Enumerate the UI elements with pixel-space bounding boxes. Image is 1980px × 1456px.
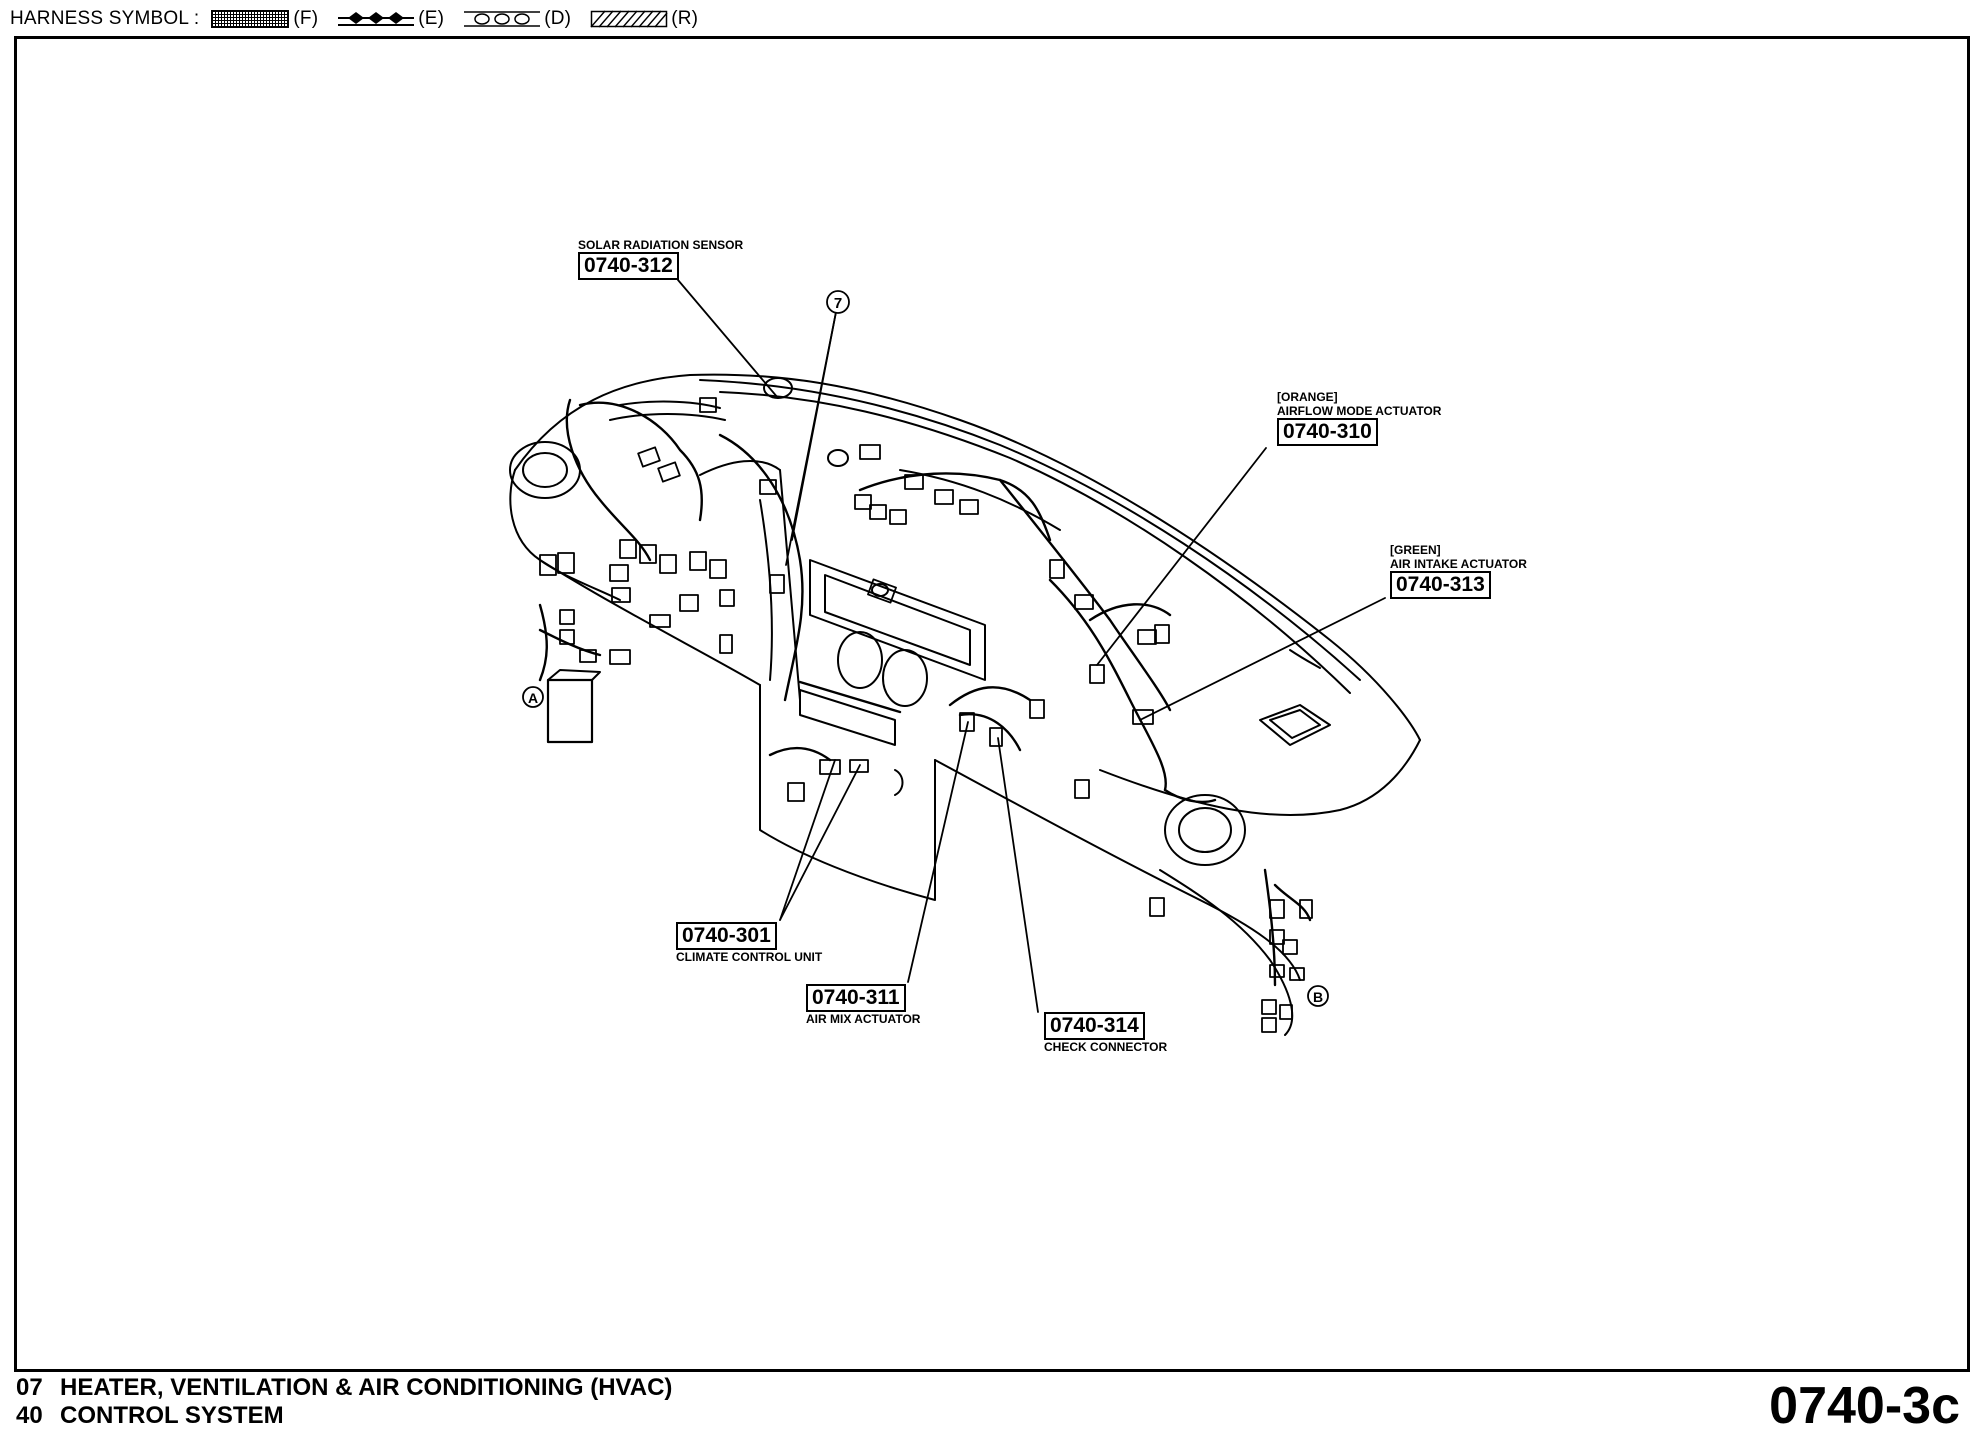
dashboard-right-top — [1099, 739, 1421, 816]
dashboard-left-end — [509, 469, 621, 601]
legend-code-d: (D) — [544, 8, 572, 29]
leader-lines — [677, 279, 1386, 1013]
center-display-frame — [809, 559, 986, 681]
section-line-1: 07 HEATER, VENTILATION & AIR CONDITIONING… — [16, 1374, 672, 1402]
dashboard-lower-left — [539, 559, 761, 686]
harness-symbol-f-swatch — [211, 10, 290, 28]
airflow-actuator-label: AIRFLOW MODE ACTUATOR — [1277, 404, 1442, 418]
right-end-cap — [1159, 869, 1294, 1036]
subsection-number: 40 — [16, 1402, 43, 1429]
solar-sensor-label: SOLAR RADIATION SENSOR — [578, 238, 744, 252]
connector-b-label: B — [1313, 989, 1323, 1005]
air-mix-label: AIR MIX ACTUATOR — [806, 1012, 921, 1026]
legend-code-f: (F) — [293, 8, 319, 29]
windshield-edge-outer — [699, 379, 1361, 681]
left-vent-icon — [509, 441, 581, 499]
center-display-screen — [824, 574, 971, 666]
dashboard-lower-right — [934, 759, 1301, 981]
glovebox-light — [1259, 704, 1331, 746]
harness-symbol-r-swatch — [590, 10, 668, 28]
legend-code-e: (E) — [418, 8, 445, 29]
center-vent-left — [837, 631, 883, 689]
harness-symbol-d-swatch — [464, 11, 541, 27]
center-console — [759, 684, 936, 901]
connector-b-marker — [1307, 985, 1329, 1007]
right-vent-icon — [1164, 794, 1246, 866]
dashboard-top-edge — [514, 373, 1421, 741]
callout-airflow-mode-actuator: [ORANGE] AIRFLOW MODE ACTUATOR 0740-310 — [1277, 390, 1441, 446]
solar-sensor-code-link[interactable]: 0740-312 — [578, 252, 679, 280]
connector-a-marker — [522, 686, 544, 708]
intake-color-label: [GREEN] — [1390, 543, 1441, 557]
callout-air-mix-actuator: 0740-311 AIR MIX ACTUATOR — [806, 984, 920, 1026]
diagram-frame — [14, 36, 1970, 1372]
dash-clip — [827, 449, 849, 467]
connector-a-label: A — [528, 690, 538, 706]
subsection-title: CONTROL SYSTEM — [60, 1402, 284, 1429]
air-mix-code-link[interactable]: 0740-311 — [806, 984, 906, 1012]
hvac-control-panel — [799, 689, 896, 746]
climate-unit-code-link[interactable]: 0740-301 — [676, 922, 777, 950]
column-cover — [699, 459, 781, 476]
page-code: 0740-3c — [1769, 1377, 1960, 1435]
center-vent-right — [882, 649, 928, 707]
left-vent-inner — [522, 452, 568, 488]
airflow-actuator-code-link[interactable]: 0740-310 — [1277, 418, 1378, 446]
check-connector-label: CHECK CONNECTOR — [1044, 1040, 1168, 1054]
ground-point-label: 7 — [834, 295, 842, 312]
section-line-2: 40 CONTROL SYSTEM — [16, 1402, 672, 1430]
ground-point-7-marker — [826, 290, 850, 314]
harness-left-run — [578, 401, 703, 522]
harness-right-run — [1048, 578, 1167, 792]
check-connector-code-link[interactable]: 0740-314 — [1044, 1012, 1145, 1040]
callout-solar-radiation-sensor: SOLAR RADIATION SENSOR 0740-312 — [578, 238, 743, 280]
section-heading: 07 HEATER, VENTILATION & AIR CONDITIONING… — [16, 1374, 672, 1430]
callout-air-intake-actuator: [GREEN] AIR INTAKE ACTUATOR 0740-313 — [1390, 543, 1527, 599]
intake-actuator-code-link[interactable]: 0740-313 — [1390, 571, 1491, 599]
legend-code-r: (R) — [671, 8, 699, 29]
section-number: 07 — [16, 1374, 43, 1401]
climate-unit-label: CLIMATE CONTROL UNIT — [676, 950, 823, 964]
intake-actuator-label: AIR INTAKE ACTUATOR — [1390, 557, 1527, 571]
callout-climate-control-unit: 0740-301 CLIMATE CONTROL UNIT — [676, 922, 822, 964]
harness-symbol-legend: HARNESS SYMBOL : (F) (E) (D) (R) — [10, 6, 712, 32]
windshield-edge-inner — [719, 391, 1351, 694]
junction-box — [546, 678, 594, 744]
section-title: HEATER, VENTILATION & AIR CONDITIONING (… — [60, 1374, 673, 1401]
airflow-color-label: [ORANGE] — [1277, 390, 1338, 404]
harness-symbol-e-swatch — [338, 12, 415, 26]
harness-center-run — [858, 472, 1052, 542]
legend-title: HARNESS SYMBOL : — [10, 8, 200, 29]
callout-check-connector: 0740-314 CHECK CONNECTOR — [1044, 1012, 1167, 1054]
connector-blocks — [539, 397, 1313, 1033]
right-vent-inner — [1178, 807, 1232, 853]
